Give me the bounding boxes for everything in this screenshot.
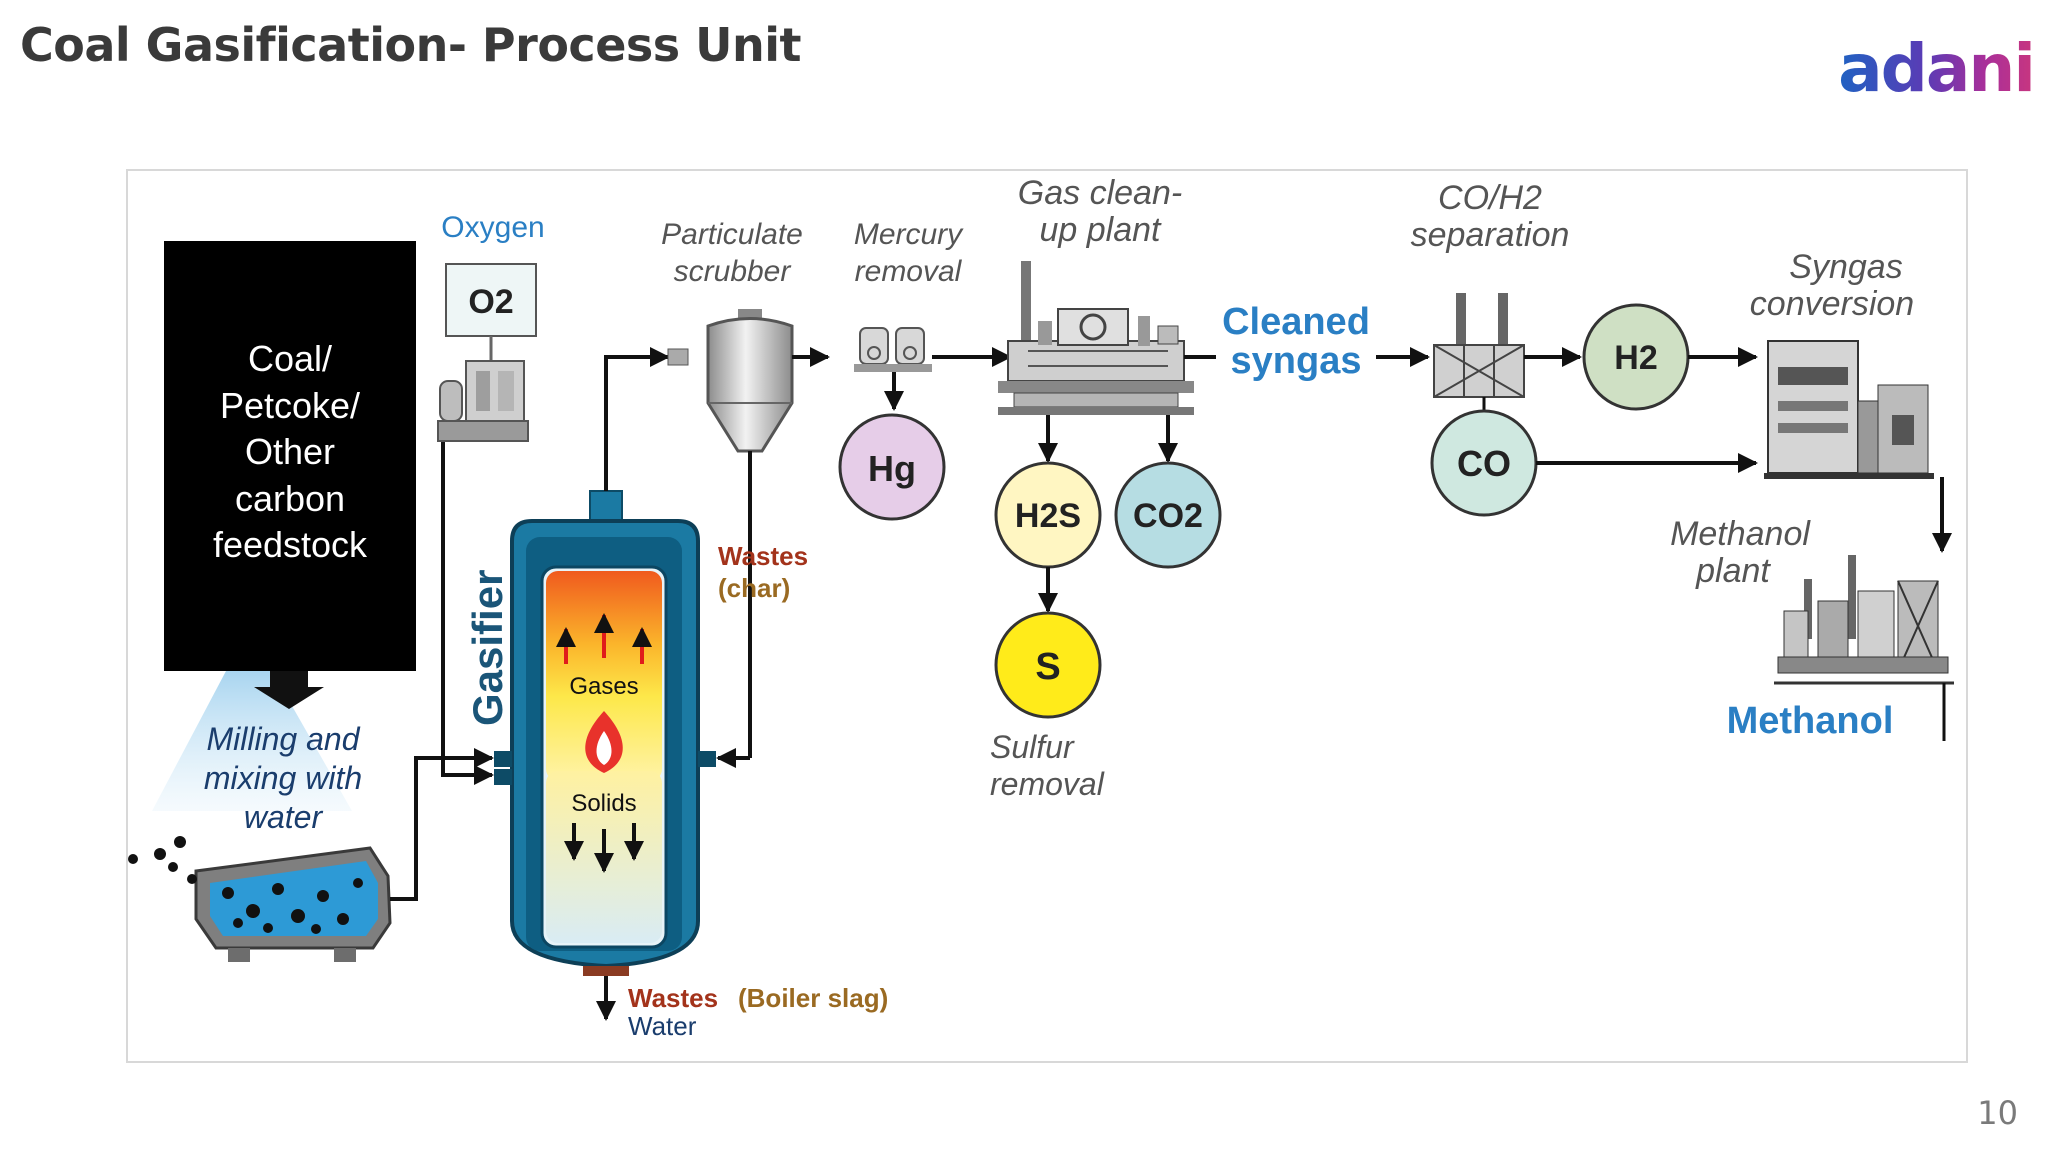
methanol-plant-icon <box>1774 555 1954 685</box>
feedstock-line-4: carbon <box>235 478 345 519</box>
particulate-line-1: Particulate <box>661 218 803 251</box>
feedstock-line-3: Other <box>245 431 335 472</box>
sulfur-line-1: Sulfur <box>990 729 1075 765</box>
cleaned-syngas-line-1: Cleaned <box>1222 301 1370 343</box>
solids-label: Solids <box>571 790 636 817</box>
oxygen-label: Oxygen <box>441 211 544 244</box>
wastes-slag-label: Wastes <box>628 983 718 1013</box>
mill-tank-icon <box>128 836 392 962</box>
wastes-char-line-2: (char) <box>718 573 790 603</box>
mercury-line-2: removal <box>855 255 963 288</box>
gases-up-arrows <box>556 613 652 664</box>
wastes-char-line-1: Wastes <box>718 541 808 571</box>
feedstock-line-2: Petcoke/ <box>220 385 360 426</box>
h2-circle: H2 <box>1582 303 1690 411</box>
diagram-frame: Coal/ Petcoke/ Other carbon feedstock Mi… <box>126 169 1968 1063</box>
o2-box: O2 <box>445 263 537 337</box>
gases-label: Gases <box>569 673 638 700</box>
gas-cleanup-line-2: up plant <box>1040 211 1163 249</box>
feedstock-line-5: feedstock <box>213 524 368 565</box>
sulfur-line-2: removal <box>990 766 1105 802</box>
svg-text:CO2: CO2 <box>1133 497 1203 535</box>
solids-down-arrows <box>564 823 644 873</box>
s-circle: S <box>994 611 1102 719</box>
svg-text:Hg: Hg <box>868 448 916 489</box>
svg-text:H2S: H2S <box>1015 497 1081 535</box>
svg-text:H2: H2 <box>1614 339 1657 377</box>
adani-logo: adani <box>1838 30 2036 107</box>
separation-unit-icon <box>1433 293 1525 398</box>
water-label: Water <box>628 1011 697 1041</box>
flame-icon <box>585 711 623 773</box>
gasifier-label: Gasifier <box>464 570 511 726</box>
milling-label: Milling and mixing with water <box>204 721 362 835</box>
feedstock-down-arrow <box>254 671 324 709</box>
page-title: Coal Gasification- Process Unit <box>20 18 802 72</box>
page-number: 10 <box>1977 1094 2018 1132</box>
methanol-label: Methanol <box>1727 700 1894 742</box>
syngas-conv-line-1: Syngas <box>1789 248 1902 286</box>
svg-text:Milling and: Milling and <box>207 721 361 757</box>
h2s-circle: H2S <box>994 461 1102 569</box>
svg-text:O2: O2 <box>468 283 513 321</box>
svg-text:water: water <box>244 799 324 835</box>
process-diagram: Coal/ Petcoke/ Other carbon feedstock Mi… <box>128 174 1954 1041</box>
co2-circle: CO2 <box>1114 461 1222 569</box>
cleanup-plant-icon <box>998 261 1194 415</box>
boiler-slag-label: (Boiler slag) <box>738 983 888 1013</box>
hg-circle: Hg <box>838 413 946 521</box>
feedstock-box: Coal/ Petcoke/ Other carbon feedstock <box>152 241 416 811</box>
svg-text:mixing with: mixing with <box>204 760 362 796</box>
gas-cleanup-line-1: Gas clean- <box>1018 174 1182 212</box>
syngas-conv-line-2: conversion <box>1750 285 1914 323</box>
coh2-line-2: separation <box>1411 216 1570 254</box>
particulate-line-2: scrubber <box>674 255 792 288</box>
feedstock-line-1: Coal/ <box>248 338 332 379</box>
svg-text:S: S <box>1035 646 1060 688</box>
methanol-plant-line-2: plant <box>1695 552 1771 590</box>
syngas-plant-icon <box>1764 340 1934 479</box>
mercury-line-1: Mercury <box>854 218 964 251</box>
co-circle: CO <box>1430 409 1538 517</box>
methanol-plant-line-1: Methanol <box>1670 515 1811 553</box>
svg-text:CO: CO <box>1457 443 1511 484</box>
scrubber-icon <box>706 309 794 453</box>
coh2-line-1: CO/H2 <box>1438 179 1542 217</box>
mercury-unit-icon <box>854 327 932 372</box>
oxygen-plant-icon <box>437 360 529 442</box>
cleaned-syngas-line-2: syngas <box>1231 340 1362 382</box>
